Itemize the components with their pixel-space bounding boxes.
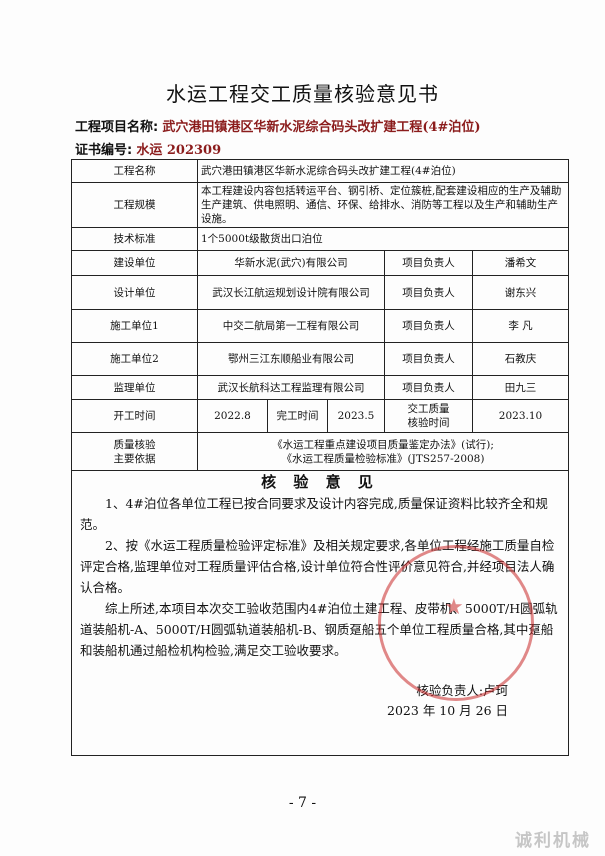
unit-lead-label: 项目负责人 [384,275,473,310]
finish-date: 2023.5 [327,399,385,433]
check-date-label-line2: 核验时间 [407,417,450,429]
project-name-cell-value: 武穴港田镇港区华新水泥综合码头改扩建工程(4#泊位) [196,159,570,183]
signer: 核验负责人:卢珂 [416,683,509,698]
project-name-line: 工程项目名称: 武穴港田镇港区华新水泥综合码头改扩建工程(4#泊位) [75,116,481,135]
scale-value: 本工程建设内容包括转运平台、钢引桥、定位簇桩,配套建设相应的生产及辅助生产建筑、… [196,182,570,228]
start-date: 2022.8 [197,399,268,433]
unit-role: 建设单位 [71,250,198,276]
document-title: 水运工程交工质量核验意见书 [166,82,439,106]
basis-line2: 《水运工程质量检验标准》(JTS257-2008) [281,452,485,465]
unit-row: 监理单位 武汉长航科达工程监理有限公司 项目负责人 田九三 [71,375,570,400]
unit-row: 施工单位2 鄂州三江东顺船业有限公司 项目负责人 石教庆 [71,342,570,376]
unit-lead: 田九三 [471,375,570,400]
unit-role: 施工单位2 [71,342,198,376]
basis-value: 《水运工程重点建设项目质量鉴定办法》(试行); 《水运工程质量检验标准》(JTS… [196,432,570,471]
unit-lead: 潘希文 [471,250,570,276]
unit-lead-label: 项目负责人 [384,375,473,400]
opinion-paragraph-2: 2、按《水运工程质量检验评定标准》及相关规定要求,各单位工程经施工质量自检评定合… [80,538,555,595]
unit-lead: 谢东兴 [471,275,570,310]
unit-org: 武汉长航科达工程监理有限公司 [197,375,385,400]
verification-table: 工程名称 武穴港田镇港区华新水泥综合码头改扩建工程(4#泊位) 工程规模 本工程… [70,159,570,756]
basis-label-line2: 主要依据 [113,452,156,465]
basis-line1: 《水运工程重点建设项目质量鉴定办法》(试行); [272,438,494,451]
seal-star-icon: ★ [444,595,464,620]
unit-row: 设计单位 武汉长江航运规划设计院有限公司 项目负责人 谢东兴 [71,275,570,310]
opinion-paragraph-1: 1、4#泊位各单位工程已按合同要求及设计内容完成,质量保证资料比较齐全和规范。 [80,496,548,532]
unit-lead-label: 项目负责人 [384,309,473,343]
unit-lead-label: 项目负责人 [384,250,473,276]
tech-standard-value: 1个5000t级散货出口泊位 [196,227,570,251]
project-name-cell-label: 工程名称 [71,159,198,183]
unit-role: 施工单位1 [71,309,198,343]
scale-label: 工程规模 [71,182,198,228]
opinion-title: 核 验 意 见 [261,473,379,491]
unit-role: 设计单位 [71,275,198,310]
unit-org: 华新水泥(武穴)有限公司 [197,250,385,276]
unit-role: 监理单位 [71,375,198,400]
sign-date: 2023 年 10 月 26 日 [387,703,509,718]
certificate-line: 证书编号: 水运 202309 [75,139,221,158]
unit-lead-label: 项目负责人 [384,342,473,376]
check-date: 2023.10 [471,399,570,433]
unit-row: 施工单位1 中交二航局第一工程有限公司 项目负责人 李 凡 [71,309,570,343]
page-number: - 7 - [288,795,317,811]
finish-date-label: 完工时间 [267,399,328,433]
dates-row: 开工时间 2022.8 完工时间 2023.5 交工质量 核验时间 2023.1… [71,399,570,433]
unit-org: 鄂州三江东顺船业有限公司 [197,342,385,376]
basis-label: 质量核验 主要依据 [71,432,198,471]
check-date-label: 交工质量 核验时间 [384,399,473,433]
unit-org: 武汉长江航运规划设计院有限公司 [197,275,385,310]
certificate-label: 证书编号: [75,143,133,158]
tech-standard-label: 技术标准 [71,227,198,251]
opinion-cell: 核 验 意 见 1、4#泊位各单位工程已按合同要求及设计内容完成,质量保证资料比… [70,470,570,756]
unit-org: 中交二航局第一工程有限公司 [197,309,385,343]
project-name-value: 武穴港田镇港区华新水泥综合码头改扩建工程(4#泊位) [162,120,481,135]
unit-row: 建设单位 华新水泥(武穴)有限公司 项目负责人 潘希文 [71,250,570,276]
basis-label-line1: 质量核验 [113,438,156,451]
opinion-paragraph-3: 综上所述,本项目本次交工验收范围内4#泊位土建工程、皮带机、5000T/H圆弧轨… [80,601,558,658]
certificate-value: 水运 202309 [136,143,222,158]
check-date-label-line1: 交工质量 [407,403,450,415]
project-name-label: 工程项目名称: [75,120,159,135]
unit-lead: 石教庆 [471,342,570,376]
watermark: 诚利机械 [515,831,591,851]
start-date-label: 开工时间 [71,399,198,433]
unit-lead: 李 凡 [471,309,570,343]
